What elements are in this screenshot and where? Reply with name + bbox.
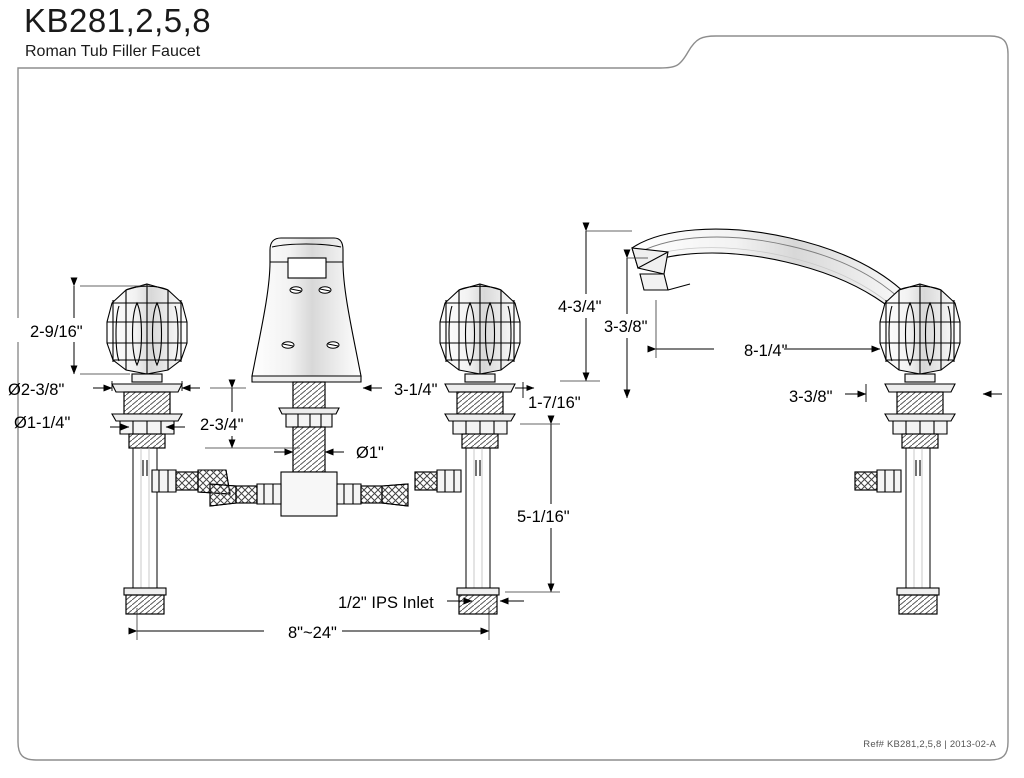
dimension-labels: 2-9/16" Ø2-3/8" Ø1-1/4" 2-3/4" Ø1" 3-1/4…	[8, 298, 833, 642]
left-inlet-collar	[123, 587, 167, 596]
page-title: KB281,2,5,8	[24, 2, 212, 39]
dim-spout-base-height	[845, 384, 1002, 402]
center-diverter-assembly	[251, 237, 362, 517]
mid-right-handle-knob	[439, 283, 521, 375]
dim-label-spout-reach: 8-1/4"	[744, 342, 788, 360]
dim-label-valve-body-height: 1-7/16"	[528, 394, 581, 412]
center-screw-heads	[281, 286, 340, 349]
dim-spout-outlet-height	[600, 249, 666, 399]
dim-label-valve-height: 3-1/4"	[394, 381, 438, 399]
center-upper-threads	[292, 381, 326, 409]
dim-escutcheon-diameter	[93, 381, 200, 392]
left-handle-collar	[131, 373, 163, 383]
reference-number: Ref# KB281,2,5,8 | 2013-02-A	[863, 739, 996, 750]
left-inlet-threads	[125, 594, 165, 615]
left-handle-knob	[106, 283, 188, 375]
mid-right-hose-branch	[414, 460, 481, 493]
dim-label-supply-length: 5-1/16"	[517, 508, 570, 526]
page-border	[17, 35, 1009, 761]
center-hose-connectors	[209, 483, 409, 507]
dim-supply-length	[505, 415, 586, 593]
center-hex-nut	[285, 413, 333, 428]
dim-label-spread-range: 8"~24"	[288, 624, 337, 642]
dim-center-base-width	[196, 379, 300, 449]
left-shank-threads	[123, 391, 171, 415]
dim-spout-reach	[647, 300, 881, 362]
right-handle-assembly	[854, 283, 961, 615]
center-lower-threads	[292, 426, 326, 473]
dim-label-shank-diameter: Ø1-1/4"	[14, 414, 70, 432]
dim-label-center-base-width: 2-3/4"	[200, 416, 244, 434]
dim-label-escutcheon-diameter: Ø2-3/8"	[8, 381, 64, 399]
left-supply-tube	[132, 448, 158, 588]
dim-label-handle-height: 2-9/16"	[30, 323, 83, 341]
dim-handle-height	[16, 277, 150, 375]
center-tee-body	[280, 471, 338, 517]
dim-valve-body-height	[515, 382, 535, 398]
mid-right-handle-assembly	[439, 283, 521, 615]
dim-label-inlet-thread: 1/2" IPS Inlet	[338, 594, 434, 612]
dim-spread-range	[128, 608, 490, 644]
page-subtitle: Roman Tub Filler Faucet	[25, 43, 201, 60]
spout-assembly	[631, 228, 929, 353]
dim-label-spout-total-height: 4-3/4"	[558, 298, 602, 316]
dim-label-center-shank-dia: Ø1"	[356, 444, 384, 462]
left-handle-assembly	[106, 283, 188, 615]
dim-label-spout-base-height: 3-3/8"	[789, 388, 833, 406]
dim-label-spout-outlet-height: 3-3/8"	[604, 318, 648, 336]
left-escutcheon	[111, 383, 183, 393]
right-handle-knob	[879, 283, 961, 375]
center-badge	[287, 257, 327, 279]
